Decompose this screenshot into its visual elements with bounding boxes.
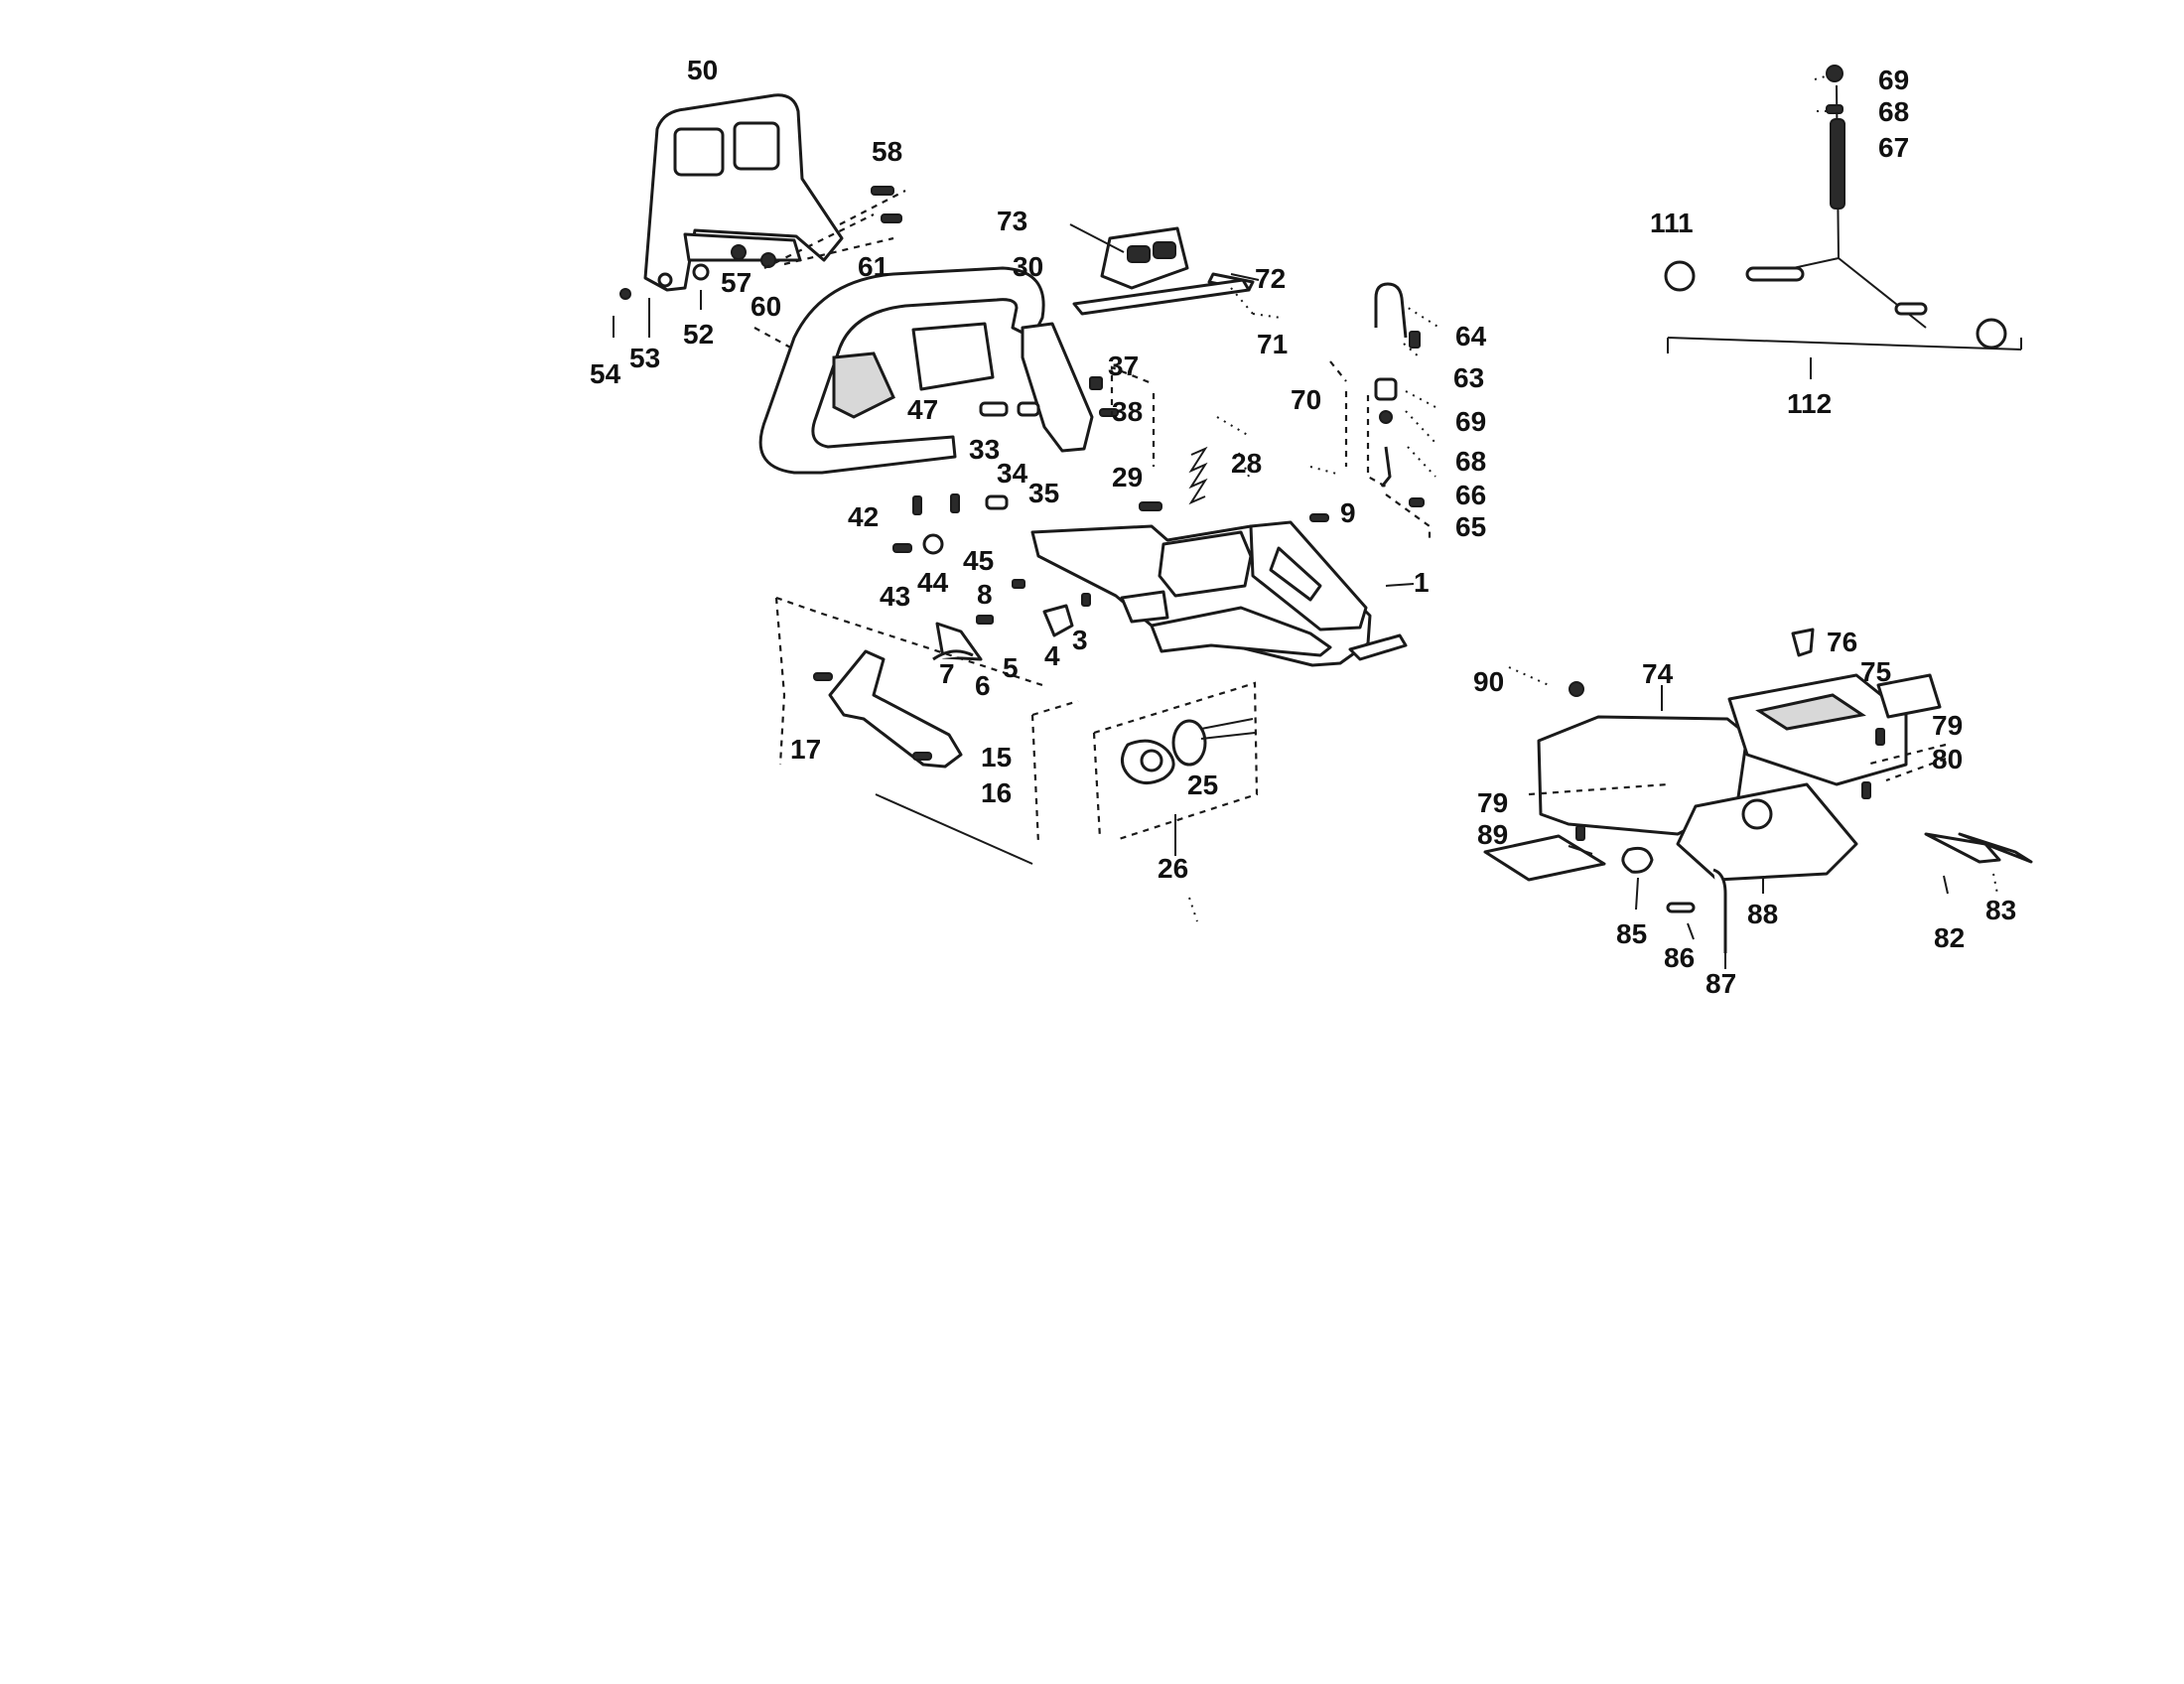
callout-111: 111	[1650, 208, 1694, 238]
callout-26: 26	[1158, 853, 1188, 884]
fuel-line-assembly-part-112	[1664, 84, 2007, 350]
callout-6: 6	[975, 670, 991, 701]
callout-47: 47	[907, 394, 938, 425]
callout-80: 80	[1932, 744, 1963, 774]
callout-60: 60	[751, 291, 781, 322]
callout-89: 89	[1477, 819, 1508, 850]
callout-labels: 50 58 73 30 72 61 57 60 71 54 53 52 64 6…	[590, 55, 2016, 999]
callout-42: 42	[848, 501, 879, 532]
callout-90: 90	[1473, 666, 1504, 697]
callout-73: 73	[997, 206, 1027, 236]
callout-75: 75	[1860, 656, 1891, 687]
callout-37: 37	[1108, 351, 1139, 381]
callout-1: 1	[1414, 567, 1430, 598]
callout-76: 76	[1827, 627, 1857, 657]
callout-82: 82	[1934, 922, 1965, 953]
callout-79a: 79	[1932, 710, 1963, 741]
callout-63: 63	[1453, 362, 1484, 393]
callout-68a: 68	[1455, 446, 1486, 477]
callout-35: 35	[1028, 478, 1059, 508]
callout-88: 88	[1747, 899, 1778, 929]
callout-85: 85	[1616, 918, 1647, 949]
callout-16: 16	[981, 777, 1012, 808]
callout-79b: 79	[1477, 787, 1508, 818]
callout-58: 58	[872, 136, 902, 167]
callout-67: 67	[1878, 132, 1909, 163]
callout-7: 7	[939, 658, 955, 689]
callout-9: 9	[1340, 497, 1356, 528]
callout-72: 72	[1255, 263, 1286, 294]
callout-64: 64	[1455, 321, 1487, 351]
callout-25: 25	[1187, 770, 1218, 800]
bracket-part-15	[828, 622, 983, 769]
callout-3: 3	[1072, 625, 1088, 655]
callout-86: 86	[1664, 942, 1695, 973]
callout-68b: 68	[1878, 96, 1909, 127]
callout-70: 70	[1291, 384, 1321, 415]
hose-part-64	[1374, 282, 1408, 488]
callout-33: 33	[969, 434, 1000, 465]
rear-handle-housing-part-1	[1030, 520, 1408, 667]
callout-83: 83	[1985, 895, 2016, 925]
switch-part-25	[1121, 718, 1256, 784]
callout-50: 50	[687, 55, 718, 85]
callout-5: 5	[1003, 652, 1019, 683]
callout-38: 38	[1112, 396, 1143, 427]
fuel-tank-part-74	[1483, 673, 2033, 953]
callout-44: 44	[917, 567, 949, 598]
spring-part-28	[1188, 446, 1208, 505]
callout-45: 45	[963, 545, 994, 576]
callout-69a: 69	[1455, 406, 1486, 437]
callout-4: 4	[1044, 640, 1060, 671]
callout-29: 29	[1112, 462, 1143, 492]
callout-8: 8	[977, 579, 993, 610]
callout-30: 30	[1013, 251, 1043, 282]
leader-lines	[613, 74, 2022, 969]
callout-52: 52	[683, 319, 714, 350]
callout-61: 61	[858, 251, 888, 282]
callout-43: 43	[880, 581, 910, 612]
callout-28: 28	[1231, 448, 1262, 479]
callout-53: 53	[629, 343, 660, 373]
muffler-part-73	[1072, 226, 1255, 316]
callout-69b: 69	[1878, 65, 1909, 95]
callout-66: 66	[1455, 480, 1486, 510]
callout-112: 112	[1787, 388, 1832, 419]
callout-54: 54	[590, 358, 621, 389]
callout-57: 57	[721, 267, 751, 298]
callout-74: 74	[1642, 658, 1674, 689]
callout-15: 15	[981, 742, 1012, 772]
callout-87: 87	[1706, 968, 1736, 999]
callout-71: 71	[1257, 329, 1288, 359]
callout-17: 17	[790, 734, 821, 765]
hand-guard-part-50	[643, 93, 844, 292]
front-handle-part-30	[758, 266, 1094, 475]
hardware-parts	[619, 65, 1885, 841]
callout-34: 34	[997, 458, 1028, 489]
callout-65: 65	[1455, 511, 1486, 542]
